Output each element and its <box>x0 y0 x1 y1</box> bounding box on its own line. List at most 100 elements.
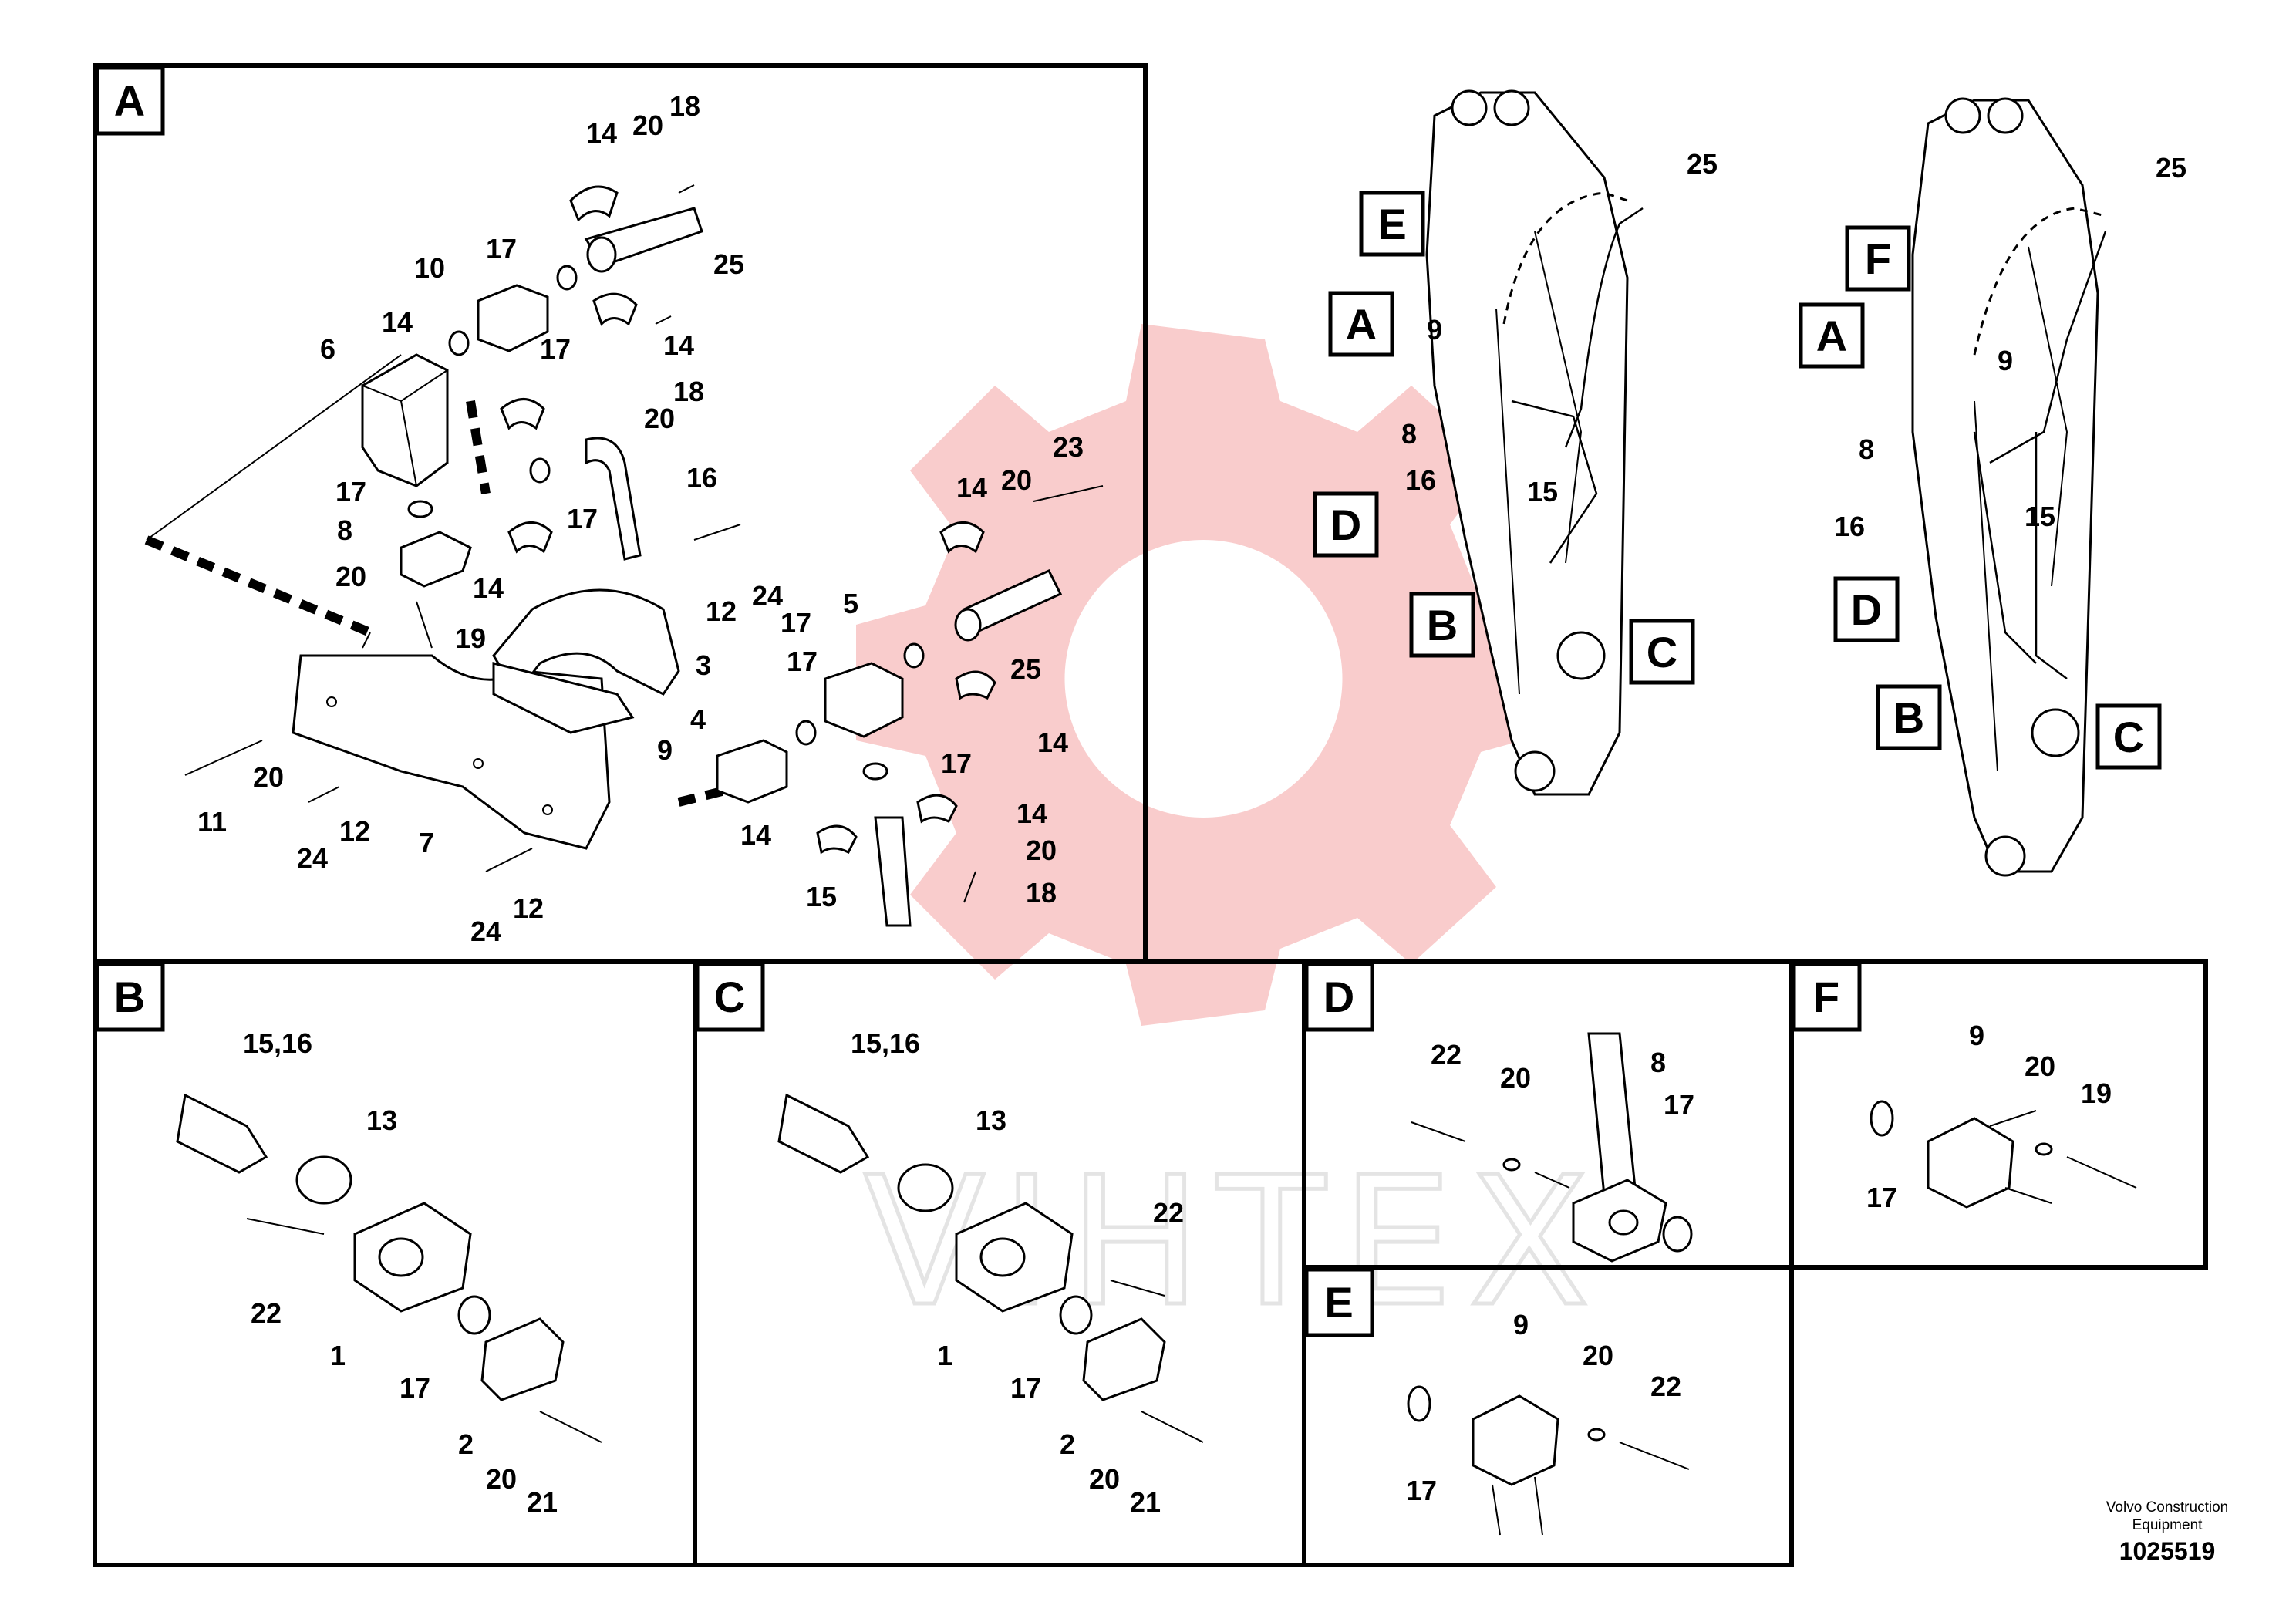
callout-label: 17 <box>1406 1475 1437 1506</box>
o-ring-17 <box>1407 1385 1431 1422</box>
caption-c: C <box>695 962 765 1032</box>
block-10 <box>477 284 549 352</box>
arm-outline <box>1425 91 1629 796</box>
view-tag: B <box>1876 684 1942 750</box>
hose-15-16 <box>1973 431 2068 679</box>
callout-label: 17 <box>486 233 517 265</box>
adapter-13 <box>897 1163 954 1212</box>
callout-label: 17 <box>400 1372 430 1404</box>
view-tag: A <box>1799 302 1865 369</box>
panel-frames <box>93 63 2208 1567</box>
panel-e-frame <box>1302 1265 1794 1567</box>
callout-label: 18 <box>669 90 700 122</box>
callout-label: 5 <box>843 588 858 619</box>
callout-label: 17 <box>540 333 571 365</box>
callout-label: 14 <box>740 819 771 851</box>
block-5 <box>824 662 904 738</box>
view-tag-label: A <box>1346 300 1377 349</box>
panel-captions: A B C D E F <box>95 66 1862 1337</box>
clamp-half-14 <box>569 185 619 222</box>
callout-label: 1 <box>330 1340 346 1371</box>
panel-b-detail <box>176 1093 602 1443</box>
callout-label: 12 <box>339 815 370 847</box>
panel-d-detail <box>1411 1032 1693 1263</box>
overview-callout: 25 <box>2156 152 2186 184</box>
hose-route-dash <box>144 535 373 637</box>
callout-label: 15 <box>806 881 837 912</box>
adapter-13 <box>295 1155 352 1205</box>
callout-label: 12 <box>706 595 737 627</box>
o-ring-17 <box>1870 1100 1894 1137</box>
callout-label: 8 <box>1650 1047 1666 1078</box>
callout-label: 24 <box>297 842 328 874</box>
view-tag: C <box>1629 619 1695 685</box>
callout-label: 15,16 <box>243 1027 312 1059</box>
view-tag-label: C <box>1647 628 1677 676</box>
callout-label: 20 <box>1001 464 1032 496</box>
callout-label: 2 <box>458 1428 474 1460</box>
callout-label: 17 <box>335 476 366 508</box>
caption-b: B <box>95 962 165 1032</box>
hose-25 <box>1989 231 2107 464</box>
callout-label: 20 <box>632 110 663 141</box>
callout-label: 14 <box>956 472 987 504</box>
svg-text:E: E <box>1324 1278 1353 1327</box>
view-tag-label: F <box>1865 234 1891 283</box>
view-tag: D <box>1833 576 1900 642</box>
leader-line <box>146 354 402 649</box>
callout-label: 20 <box>1089 1463 1120 1495</box>
arm-outline <box>1911 99 2099 873</box>
document-number: 1025519 <box>2119 1537 2216 1565</box>
callout-label: 17 <box>1010 1372 1041 1404</box>
clamp-4 <box>492 662 635 734</box>
callout-label: 8 <box>337 514 352 546</box>
footer: Volvo Construction Equipment 1025519 <box>2106 1499 2228 1565</box>
callout-label: 22 <box>1431 1039 1462 1071</box>
overview-arm-left <box>1425 89 1644 796</box>
callout-label: 7 <box>419 827 434 858</box>
view-tag: D <box>1313 491 1379 558</box>
callout-label: 14 <box>586 117 617 149</box>
callout-label: 20 <box>644 403 675 434</box>
hose-dashed <box>1502 191 1628 325</box>
callout-label: 9 <box>657 734 673 766</box>
panel-a-exploded-view <box>144 184 1104 927</box>
callout-label: 17 <box>941 747 972 779</box>
caption-a: A <box>95 66 165 136</box>
view-tag-label: A <box>1816 312 1847 360</box>
caption-e: E <box>1304 1267 1374 1337</box>
view-tag-label: B <box>1427 601 1458 649</box>
company-name-line2: Equipment <box>2132 1517 2203 1533</box>
view-tag: F <box>1845 225 1911 292</box>
callout-label: 23 <box>1053 431 1084 463</box>
callout-label: 15,16 <box>851 1027 920 1059</box>
flange-2 <box>1082 1317 1166 1401</box>
callout-label: 12 <box>513 892 544 924</box>
overview-callout: 16 <box>1405 464 1436 496</box>
callout-label: 17 <box>781 607 811 639</box>
callout-label: 1 <box>937 1340 952 1371</box>
callout-label: 21 <box>1130 1486 1161 1518</box>
view-tag: A <box>1328 291 1394 357</box>
flange-9 <box>1927 1117 2014 1209</box>
callout-label: 22 <box>1650 1371 1681 1402</box>
callout-label: 2 <box>1060 1428 1075 1460</box>
callout-label: 6 <box>320 333 335 365</box>
callout-label: 24 <box>470 916 501 947</box>
callout-label: 9 <box>1513 1309 1529 1340</box>
callout-label: 4 <box>690 703 706 735</box>
callout-label: 13 <box>976 1104 1006 1136</box>
o-ring-17 <box>1662 1216 1693 1253</box>
panel-e-detail <box>1407 1385 1690 1536</box>
callout-label: 14 <box>473 572 504 604</box>
callout-label: 14 <box>663 329 694 361</box>
caption-f: F <box>1792 962 1862 1032</box>
callout-label: 14 <box>1037 727 1068 758</box>
callout-label: 20 <box>2025 1050 2055 1082</box>
overview-arm-right <box>1911 97 2107 877</box>
overview-callout: 15 <box>2025 501 2055 532</box>
